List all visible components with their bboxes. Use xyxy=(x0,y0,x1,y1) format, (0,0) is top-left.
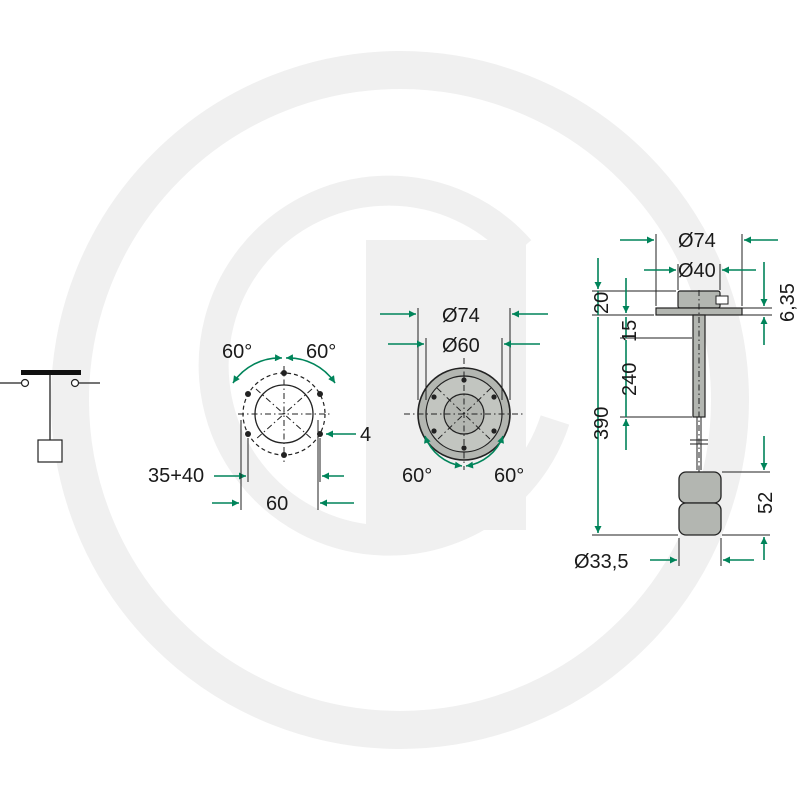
dim-15-label: 15 xyxy=(619,320,641,342)
outer-diameter-label: Ø74 xyxy=(442,305,480,327)
hole-dim-label: 4 xyxy=(360,424,371,446)
float-switch-symbol xyxy=(0,370,100,463)
dim-52-label: 52 xyxy=(755,492,777,514)
view-b-flange-top: Ø74 Ø60 60° 60° xyxy=(380,305,548,487)
angle-left-label: 60° xyxy=(222,341,252,363)
cap-diameter-label: Ø40 xyxy=(678,260,716,282)
inner-diameter-label: Ø60 xyxy=(442,335,480,357)
dim-390-label: 390 xyxy=(591,407,613,440)
dim-635-label: 6,35 xyxy=(777,283,799,322)
view-c-side: Ø74 Ø40 20 15 240 390 6,35 xyxy=(574,230,799,573)
spacing-dim-label: 35+40 xyxy=(148,465,204,487)
flange-diameter-label: Ø74 xyxy=(678,230,716,252)
dim-240-label: 240 xyxy=(619,363,641,396)
angle-right-label: 60° xyxy=(306,341,336,363)
float-diameter-label: Ø33,5 xyxy=(574,551,628,573)
watermark-logo xyxy=(51,51,749,749)
dim-20-label: 20 xyxy=(591,292,613,314)
angle-right-label: 60° xyxy=(494,465,524,487)
view-a-hole-pattern: 60° 60° 4 35+40 60 xyxy=(148,341,371,515)
angle-left-label: 60° xyxy=(402,465,432,487)
width-dim-label: 60 xyxy=(266,493,288,515)
